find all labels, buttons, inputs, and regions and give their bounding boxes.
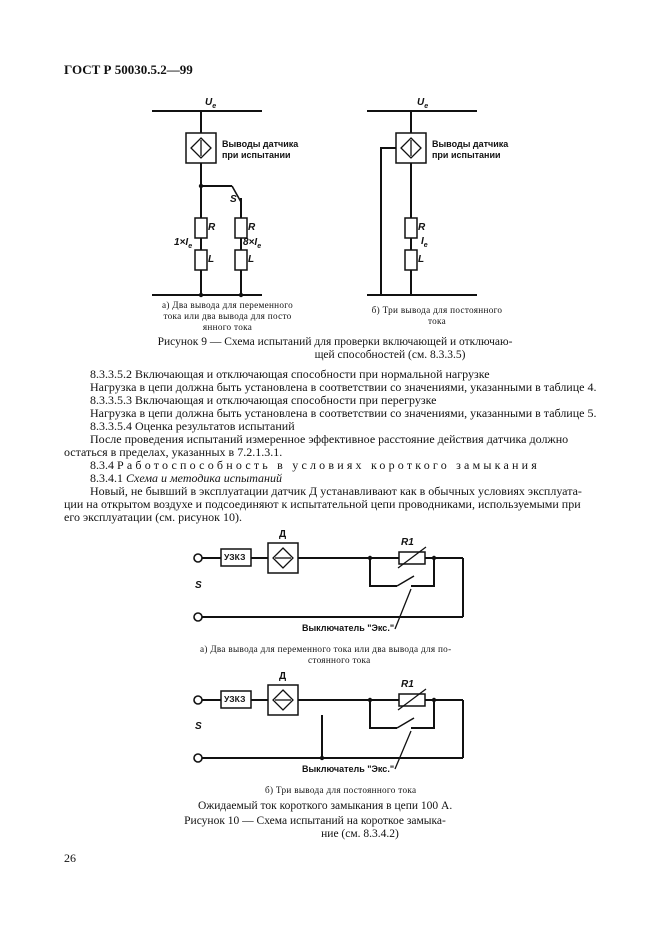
- fuse-box: [220, 690, 252, 709]
- switch-label: Выключатель "Экс.": [302, 764, 395, 774]
- sensor-label: Д: [279, 529, 287, 540]
- paragraph: ции на открытом воздухе и подсоединяют к…: [64, 497, 581, 511]
- resistor-r: [404, 217, 418, 239]
- switch-s: [231, 185, 242, 203]
- document-code: ГОСТ Р 50030.5.2—99: [64, 62, 193, 77]
- inductor-l: [234, 249, 248, 271]
- paragraph: остаться в пределах, указанных в 7.2.1.3…: [64, 445, 283, 459]
- supply-voltage-label: Ue: [205, 97, 217, 110]
- current-label: Ie: [421, 236, 428, 249]
- paragraph: 8.3.3.5.4 Оценка результатов испытаний: [90, 419, 295, 433]
- sensor-label: Д: [279, 671, 287, 682]
- figure-10-title: Рисунок 10 — Схема испытаний на короткое…: [184, 815, 446, 840]
- s-label: S: [195, 580, 202, 591]
- inductor-label: L: [208, 254, 215, 265]
- terminal: [193, 695, 203, 705]
- resistor-r: [194, 217, 208, 239]
- inductor-label: L: [418, 254, 425, 265]
- inductor-l: [194, 249, 208, 271]
- paragraph: После проведения испытаний измеренное эф…: [90, 432, 569, 446]
- current-label: 8×Ie: [243, 237, 262, 250]
- paragraph: Новый, не бывший в эксплуатации датчик Д…: [90, 484, 582, 498]
- figure-10b-caption: б) Три вывода для постоянного тока: [265, 785, 417, 795]
- switch-label: Выключатель "Экс.": [302, 623, 395, 633]
- inductor-l: [404, 249, 418, 271]
- page-number: 26: [64, 851, 76, 865]
- paragraph: Нагрузка в цепи должна быть установлена …: [90, 380, 597, 394]
- paragraph: 8.3.3.5.3 Включающая и отключающая спосо…: [90, 393, 437, 407]
- paragraph: его эксплуатации (см. рисунок 10).: [64, 510, 242, 524]
- terminal: [193, 753, 203, 763]
- fuse-box: [220, 548, 252, 567]
- terminal: [193, 612, 203, 622]
- paragraph: 8.3.3.5.2 Включающая и отключающая спосо…: [90, 367, 490, 381]
- fuse-label: УЗКЗ: [224, 552, 246, 562]
- subsection-heading: 8.3.4.1 Схема и методика испытаний: [90, 471, 282, 485]
- resistor-label: R: [248, 222, 256, 233]
- section-heading: 8.3.4 Работоспособность в условиях корот…: [90, 458, 540, 472]
- inductor-label: L: [248, 254, 255, 265]
- resistor-r: [234, 217, 248, 239]
- resistor-label: R1: [401, 537, 414, 548]
- terminal: [193, 553, 203, 563]
- supply-voltage-label: Ue: [417, 97, 429, 110]
- figure-9-title: Рисунок 9 — Схема испытаний для проверки…: [157, 336, 513, 361]
- resistor-label: R: [208, 222, 216, 233]
- switch-label: S: [230, 194, 237, 205]
- current-label: 1×Ie: [174, 237, 193, 250]
- s-label: S: [195, 721, 202, 732]
- figure-10a-caption: а) Два вывода для переменного тока или д…: [200, 644, 452, 665]
- resistor-label: R: [418, 222, 426, 233]
- figure-10-note: Ожидаемый ток короткого замыкания в цепи…: [198, 800, 453, 812]
- resistor-label: R1: [401, 679, 414, 690]
- paragraph: Нагрузка в цепи должна быть установлена …: [90, 406, 597, 420]
- fuse-label: УЗКЗ: [224, 694, 246, 704]
